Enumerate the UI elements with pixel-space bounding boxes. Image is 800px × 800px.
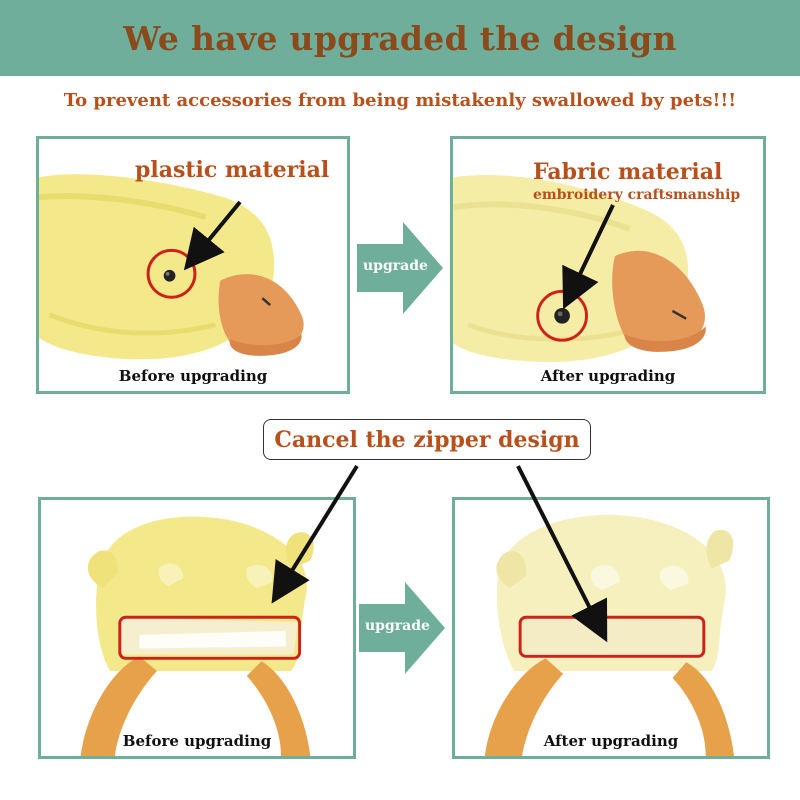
page-title: We have upgraded the design <box>123 18 677 58</box>
before-caption: Before upgrading <box>118 367 268 385</box>
plush-back-after-image <box>484 514 735 756</box>
upgrade-arrow-bottom: upgrade <box>357 582 447 674</box>
subtitle: To prevent accessories from being mistak… <box>63 90 737 111</box>
before-zipper-panel: Before upgrading <box>38 497 356 759</box>
right-arrow-icon <box>359 582 445 674</box>
after-eye-panel: Fabric material embroidery craftsmanship… <box>450 136 766 394</box>
plastic-material-label: plastic material <box>135 157 330 183</box>
zipper-design-label: Cancel the zipper design <box>274 426 580 453</box>
before-caption: Before upgrading <box>122 732 272 750</box>
fabric-material-label: Fabric material <box>533 159 723 185</box>
upgrade-label: upgrade <box>365 618 430 634</box>
upgrade-arrow-top: upgrade <box>355 222 445 314</box>
after-zipper-panel: After upgrading <box>452 497 770 759</box>
after-caption: After upgrading <box>540 367 676 385</box>
plush-back-before-image <box>80 516 314 756</box>
header-banner: We have upgraded the design <box>0 0 800 76</box>
zipper-design-label-box: Cancel the zipper design <box>263 419 591 460</box>
upgrade-label: upgrade <box>363 258 428 274</box>
embroidery-craftsmanship-label: embroidery craftsmanship <box>533 187 741 203</box>
right-arrow-icon <box>357 222 443 314</box>
before-eye-panel: plastic material Before upgrading <box>36 136 350 394</box>
after-caption: After upgrading <box>543 732 679 750</box>
